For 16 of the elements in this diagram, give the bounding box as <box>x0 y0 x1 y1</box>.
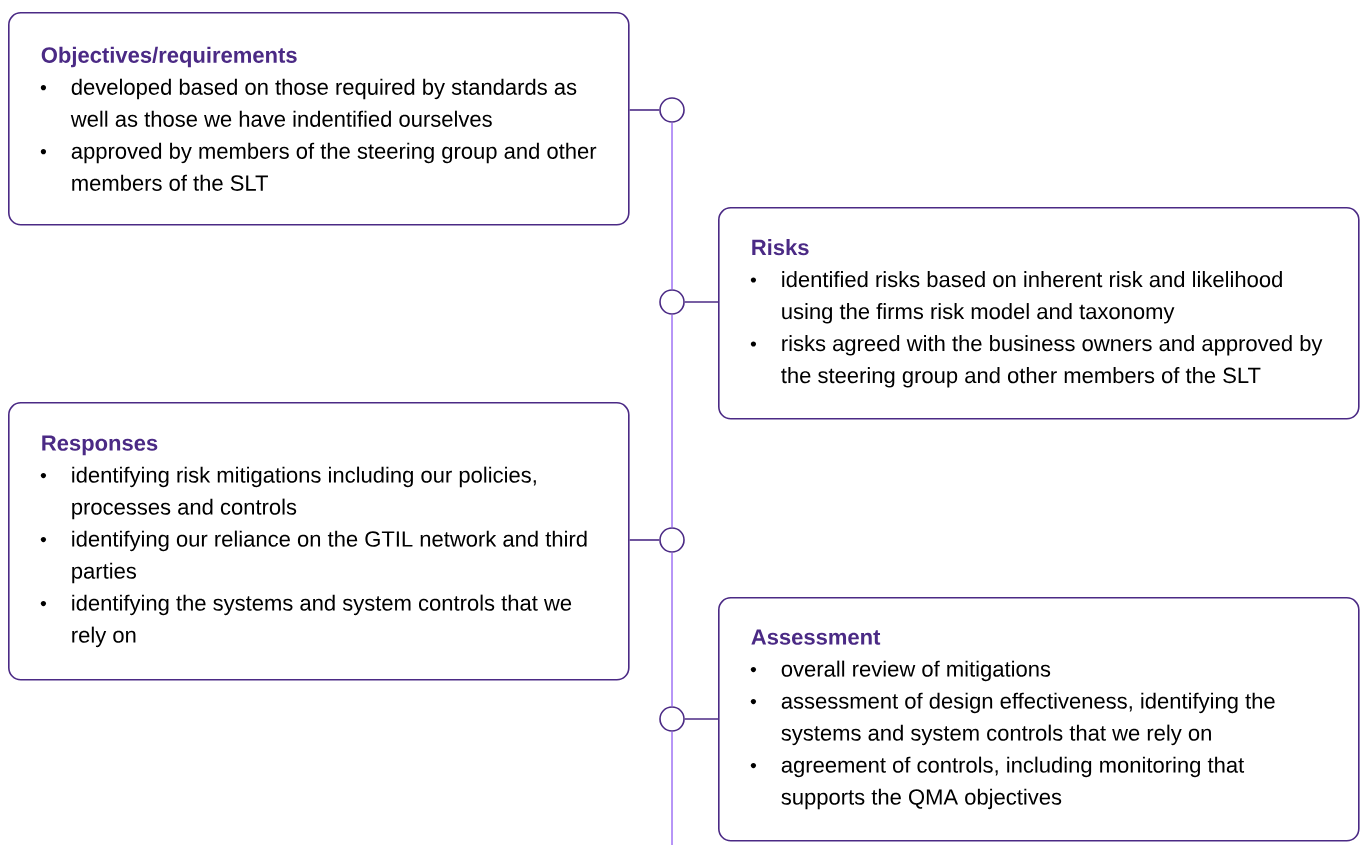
text-box: Assessment overall review of mitigations assessment of design effectiveness, identifying the systems and system controls that we rely on agreement of controls, including monitoring that supports the QMA objectives <box>718 597 1360 842</box>
connector-line <box>671 314 673 528</box>
text-box: Objectives/requirements developed based on those required by standards as well as those we have indentified ourselves approved by members of the steering group and other members of the SLT <box>8 12 630 226</box>
text-box: Responses identifying risk mitigations including our policies, processes and controls identifying our reliance on the GTIL network and third parties identifying the systems and system controls that we rely on <box>8 402 630 681</box>
text-box: Risks identified risks based on inherent risk and likelihood using the firms risk model and taxonomy risks agreed with the business owners and approved by the steering group and other members of the SLT <box>718 207 1360 420</box>
timeline-end <box>671 731 673 846</box>
timeline-dot <box>659 527 685 553</box>
timeline-dot <box>659 289 685 315</box>
connector-line <box>628 109 660 111</box>
connector-line <box>684 301 719 303</box>
timeline-dot <box>659 97 685 123</box>
connector-line <box>671 552 673 707</box>
timeline-dot <box>659 706 685 732</box>
connector-line <box>628 539 660 541</box>
connector-line <box>671 122 673 290</box>
connector-line <box>684 718 719 720</box>
